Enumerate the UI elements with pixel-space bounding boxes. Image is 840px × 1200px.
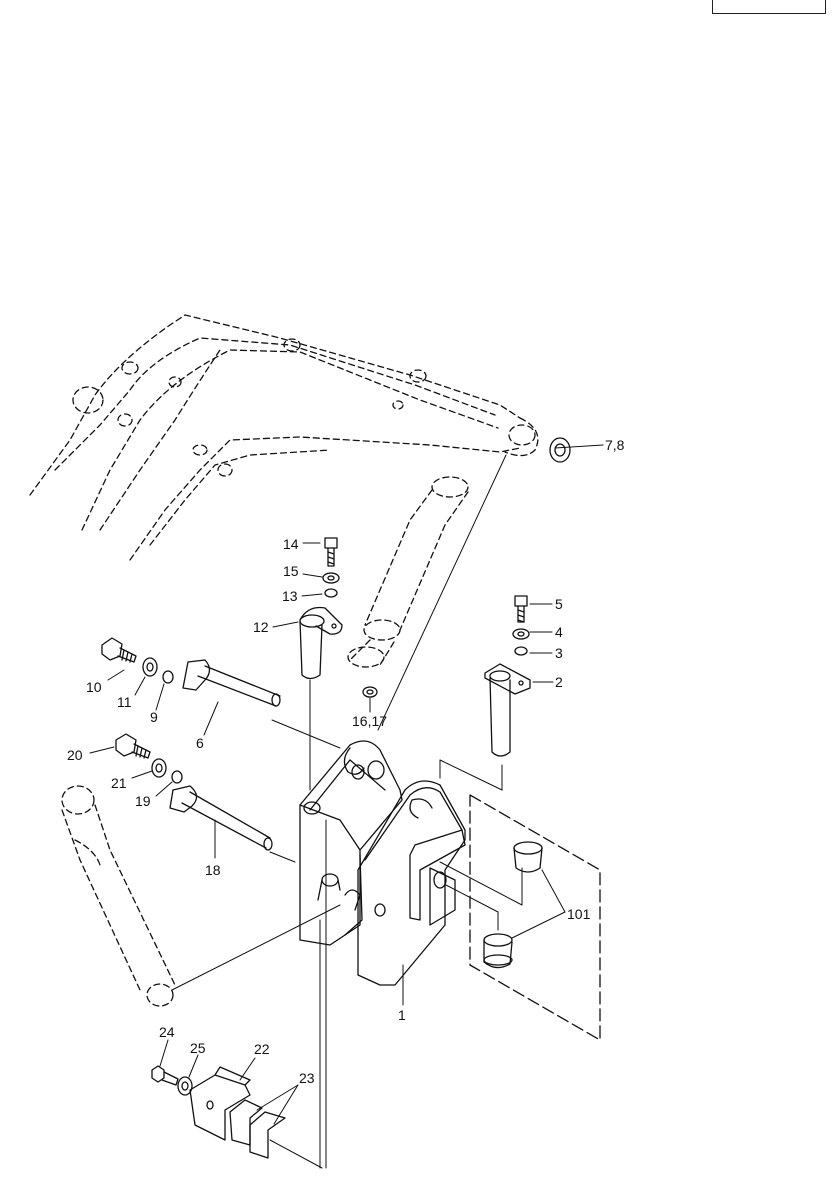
callout-16-17: 16,17 (352, 713, 387, 729)
callout-labels: 7,8 14 15 13 12 5 4 3 2 16,17 10 11 9 6 … (67, 437, 625, 1086)
pin-12-group (299, 537, 343, 680)
callout-5: 5 (555, 596, 563, 612)
callout-101: 101 (567, 906, 591, 922)
arm-phantom-outline (61, 785, 176, 1007)
bottom-parts (151, 1065, 286, 1159)
pin-6 (182, 659, 281, 707)
callout-6: 6 (196, 735, 204, 751)
callout-25: 25 (190, 1040, 206, 1056)
bolt-group-20 (115, 733, 183, 784)
leader-lines (171, 444, 604, 1169)
washer-16-17 (362, 686, 378, 698)
bushing-detail-box (469, 794, 601, 1041)
callout-19: 19 (135, 793, 151, 809)
pin-18 (169, 785, 273, 851)
pin-2-group (484, 595, 531, 757)
cylinder-phantom-outline (347, 476, 469, 668)
callout-11: 11 (117, 694, 132, 710)
callout-20: 20 (67, 747, 83, 763)
callout-15: 15 (283, 563, 299, 579)
callout-2: 2 (555, 674, 563, 690)
bushing-101 (483, 841, 543, 969)
callout-23: 23 (299, 1070, 315, 1086)
corner-frame-box (712, 0, 826, 14)
callout-13: 13 (282, 588, 298, 604)
boom-phantom-outline (29, 314, 539, 561)
callout-22: 22 (254, 1041, 270, 1057)
callout-leaders (89, 542, 566, 1125)
callout-1: 1 (398, 1007, 406, 1023)
callout-3: 3 (555, 645, 563, 661)
washer-7-8 (549, 437, 571, 463)
callout-10: 10 (86, 679, 102, 695)
bolt-group-10 (101, 637, 174, 684)
callout-7-8: 7,8 (605, 437, 625, 453)
callout-4: 4 (555, 624, 563, 640)
callout-21: 21 (111, 775, 127, 791)
bracket-assembly (299, 740, 466, 986)
callout-24: 24 (159, 1024, 175, 1040)
callout-14: 14 (283, 536, 299, 552)
callout-9: 9 (150, 709, 158, 725)
callout-12: 12 (253, 619, 269, 635)
callout-18: 18 (205, 862, 221, 878)
